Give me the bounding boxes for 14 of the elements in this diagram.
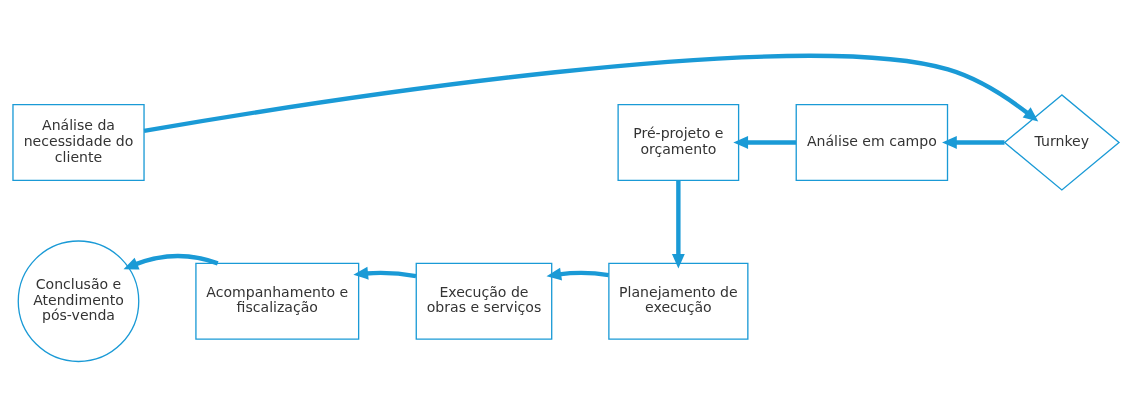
arrow [546,267,610,281]
node-box: Planejamento de execução [608,262,749,340]
arrow [942,136,1005,149]
node-box: Pré-projeto e orçamento [617,104,740,181]
node-diamond: Turnkey [1003,94,1121,191]
arrow [733,136,796,149]
node-box: Execução de obras e serviços [415,262,553,340]
node-box: Acompanhamento e fiscalização [195,262,360,340]
arrow [143,54,1039,133]
arrow [671,180,685,269]
node-box: Análise da necessidade do cliente [12,104,145,181]
arrow [353,266,417,280]
node-box: Análise em campo [795,104,949,181]
arrow [123,253,219,270]
